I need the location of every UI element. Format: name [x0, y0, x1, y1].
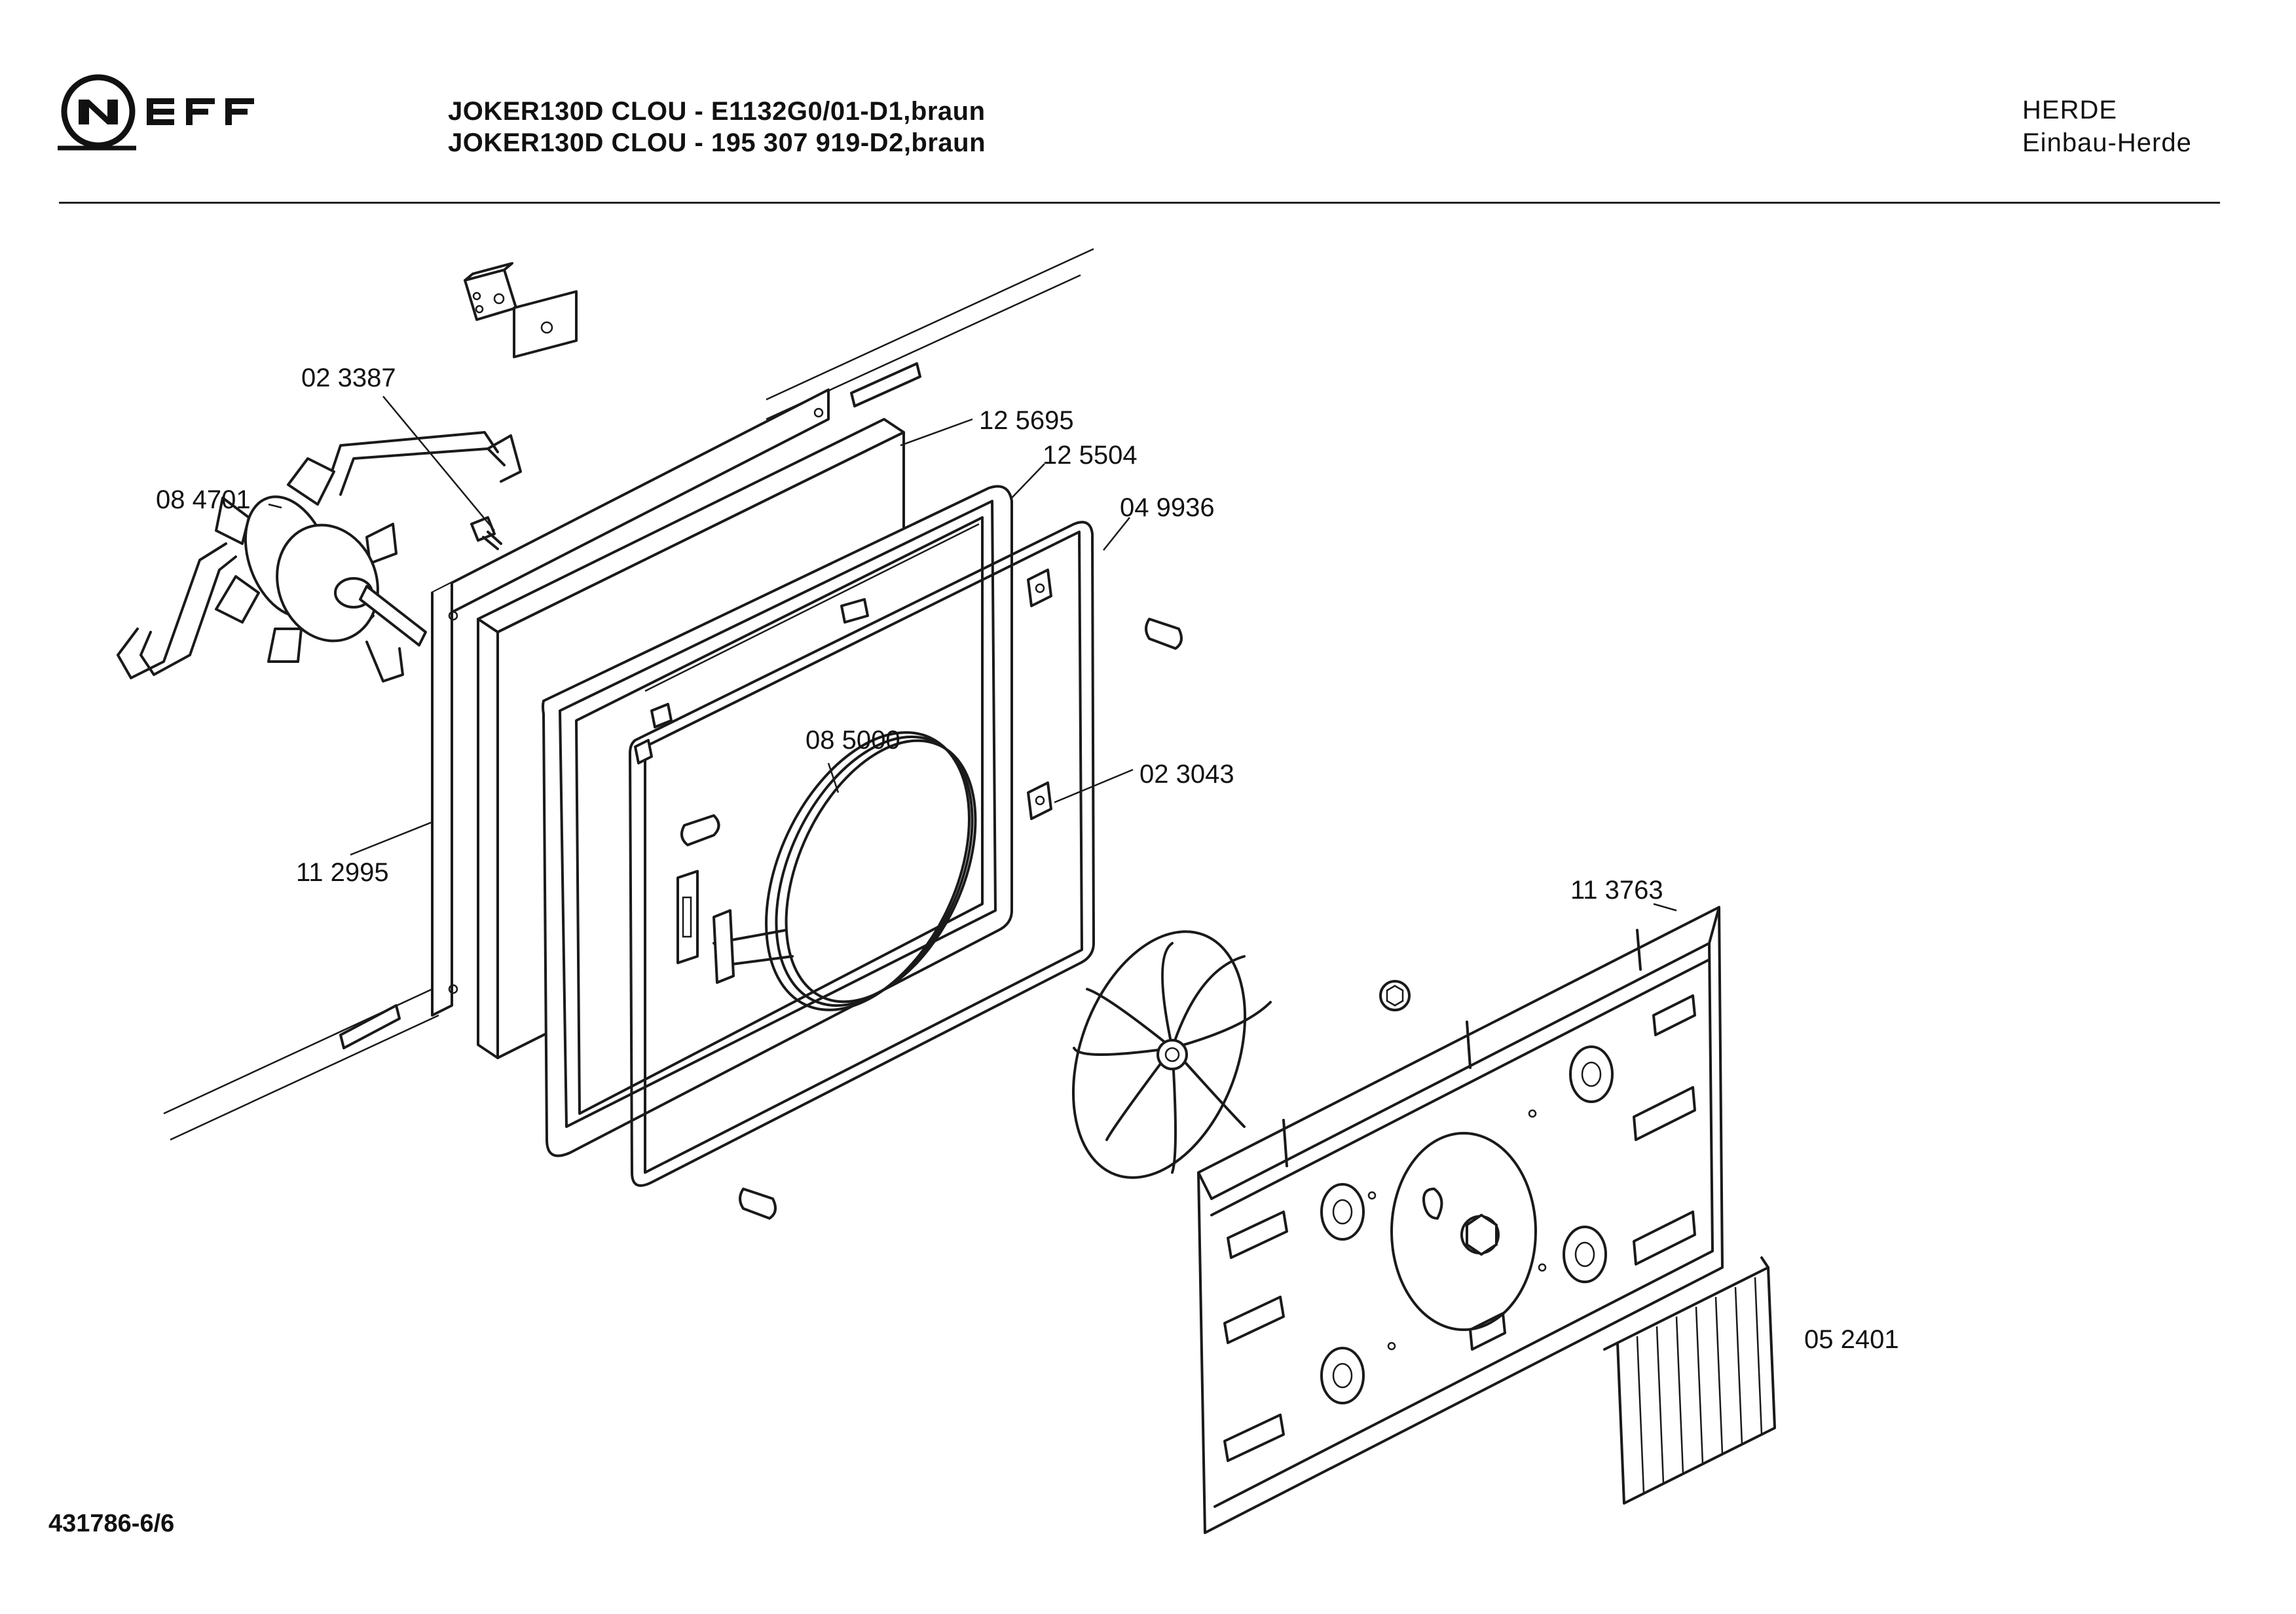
heating-element [676, 731, 977, 1011]
part-label-084701: 08 4701 [156, 485, 251, 514]
part-label-085000: 08 5000 [805, 726, 900, 755]
document-number: 431786-6/6 [48, 1510, 175, 1537]
door-gasket [629, 521, 1095, 1187]
central-hub [1390, 1132, 1537, 1331]
part-label-125695: 12 5695 [979, 406, 1074, 435]
mounting-bosses [1320, 1045, 1614, 1404]
part-label-113763: 11 3763 [1570, 876, 1663, 905]
subcategory-label: Einbau-Herde [2022, 128, 2192, 157]
oven-back-frame [542, 485, 1013, 1157]
mounting-clip [464, 262, 517, 321]
mounting-plate [513, 290, 578, 358]
oven-rail-top [766, 248, 1094, 421]
grille-cover [1603, 1256, 1776, 1505]
model-title-line-2: JOKER130D CLOU - 195 307 919-D2,braun [448, 128, 986, 157]
leader-lines [268, 396, 1677, 912]
rear-wall-panel [431, 388, 830, 1017]
screw-part [470, 516, 502, 550]
neff-logo [58, 74, 254, 151]
convection-fan-wheel [1071, 930, 1272, 1179]
part-label-023387: 02 3387 [301, 364, 396, 392]
part-label-049936: 04 9936 [1120, 493, 1215, 522]
gasket-clips [634, 569, 1052, 820]
part-label-125504: 12 5504 [1043, 441, 1138, 470]
pins [680, 618, 1183, 1220]
vent-slots [1223, 994, 1696, 1462]
part-label-023043: 02 3043 [1139, 760, 1234, 789]
part-label-052401: 05 2401 [1804, 1325, 1899, 1354]
oven-rail-bottom [163, 988, 439, 1141]
model-title-line-1: JOKER130D CLOU - E1132G0/01-D1,braun [448, 97, 986, 126]
fan-nut [1379, 980, 1411, 1011]
rear-cover-plate [1197, 906, 1724, 1534]
header-divider [59, 202, 2220, 204]
fan-motor [117, 431, 522, 683]
part-label-112995: 11 2995 [296, 858, 389, 887]
category-label: HERDE [2022, 96, 2118, 124]
